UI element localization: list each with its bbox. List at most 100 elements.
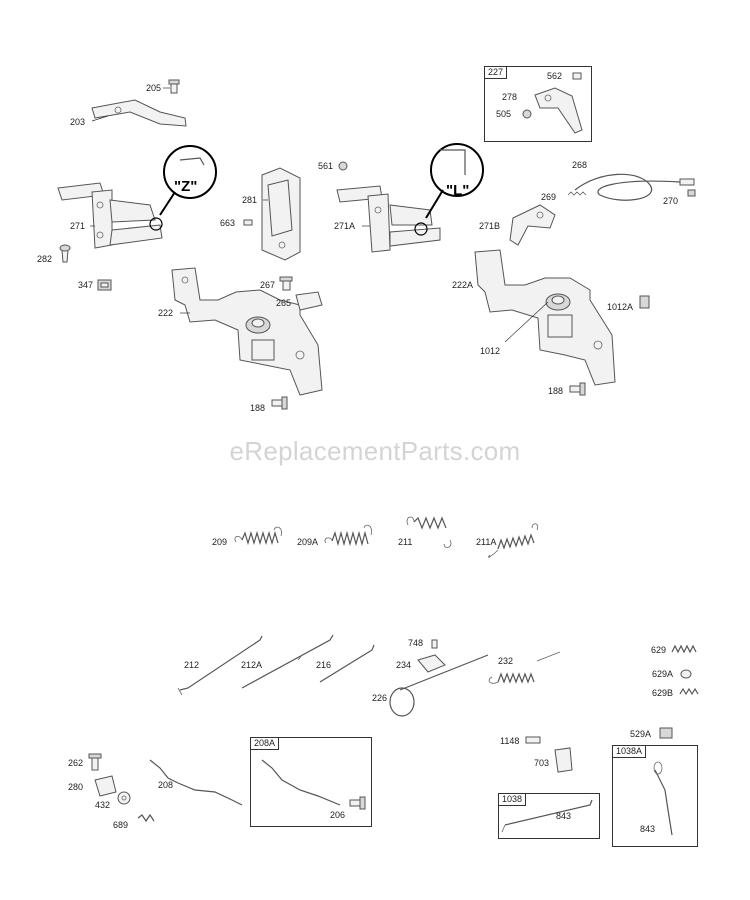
label-278: 278 — [502, 92, 518, 102]
part-226-rod — [389, 654, 489, 717]
label-267: 267 — [260, 280, 276, 290]
label-505: 505 — [496, 109, 512, 119]
part-222a-housing — [474, 249, 616, 386]
detail-z-callout — [149, 145, 217, 231]
watermark: eReplacementParts.com — [229, 436, 521, 466]
part-629b-spring — [679, 687, 699, 696]
label-269: 269 — [541, 192, 557, 202]
box-label-1038a: 1038A — [612, 745, 647, 758]
label-226: 226 — [372, 693, 388, 703]
label-265: 265 — [276, 298, 292, 308]
label-209: 209 — [212, 537, 228, 547]
part-209-spring — [234, 526, 283, 546]
label-211a: 211A — [476, 537, 497, 547]
label-280: 280 — [68, 782, 84, 792]
label-562: 562 — [547, 71, 563, 81]
label-347: 347 — [78, 280, 94, 290]
part-561-nut — [338, 161, 348, 171]
part-432-washer — [117, 791, 131, 805]
part-208a-rod — [261, 759, 341, 806]
part-216-rod — [319, 644, 375, 683]
label-281: 281 — [242, 195, 258, 205]
label-271: 271 — [70, 221, 86, 231]
part-222-housing — [171, 267, 323, 396]
box-label-227: 227 — [484, 66, 508, 79]
label-1012a: 1012A — [607, 302, 634, 312]
box-label-208a: 208A — [250, 737, 280, 750]
box-label-1038: 1038 — [498, 793, 527, 806]
part-268-cable — [574, 173, 695, 201]
label-432: 432 — [95, 800, 111, 810]
part-203-link — [91, 99, 187, 127]
part-206-screw — [349, 796, 366, 810]
label-268: 268 — [572, 160, 588, 170]
part-748-screw — [431, 639, 438, 649]
group-227-frame — [484, 66, 592, 142]
label-209a: 209A — [297, 537, 319, 547]
part-212a-rod — [241, 634, 334, 689]
part-629-spring — [671, 644, 697, 654]
part-1012a-fitting — [639, 295, 650, 309]
group-208a-frame — [250, 737, 372, 827]
label-216: 216 — [316, 660, 332, 670]
label-188-left: 188 — [250, 403, 266, 413]
label-843-a: 843 — [556, 811, 572, 821]
part-271b-lever — [509, 204, 556, 246]
part-281-bracket — [261, 167, 301, 261]
label-212a: 212A — [241, 660, 263, 670]
part-265-clip — [295, 291, 323, 311]
label-211: 211 — [398, 537, 413, 547]
part-270-clip — [687, 189, 696, 197]
part-208-rod — [149, 759, 243, 806]
label-232: 232 — [498, 656, 514, 666]
label-703: 703 — [534, 758, 550, 768]
part-188-screw-right — [569, 382, 586, 396]
label-689: 689 — [113, 820, 129, 830]
part-262-screw — [88, 753, 102, 771]
part-271-governor-bracket — [57, 182, 163, 249]
label-1012: 1012 — [480, 346, 501, 356]
label-188-right: 188 — [548, 386, 564, 396]
label-629a: 629A — [652, 669, 674, 679]
part-269-spring — [567, 191, 587, 196]
label-262: 262 — [68, 758, 84, 768]
part-347-clip — [97, 279, 112, 291]
part-267-screw — [279, 276, 293, 291]
label-271b: 271B — [479, 221, 501, 231]
part-505-bushing — [522, 109, 532, 119]
label-561: 561 — [318, 161, 334, 171]
part-211a-spring — [487, 523, 539, 558]
part-629a-bushing — [680, 669, 692, 679]
label-663: 663 — [220, 218, 236, 228]
label-212: 212 — [184, 660, 200, 670]
part-205-screw — [168, 79, 180, 94]
part-278-lever — [534, 87, 583, 134]
label-629: 629 — [651, 645, 667, 655]
part-843-link-a — [501, 799, 593, 833]
label-271a: 271A — [334, 221, 356, 231]
part-280-bracket — [94, 775, 117, 797]
part-232-spring — [488, 651, 561, 684]
group-1038-frame — [498, 793, 600, 839]
part-689-spring — [137, 813, 155, 823]
label-529a: 529A — [630, 729, 652, 739]
part-209a-spring — [324, 524, 373, 547]
part-234-clip — [417, 654, 446, 673]
part-211-spring — [406, 516, 452, 548]
part-703-block — [554, 747, 573, 773]
detail-z-mark: "Z" — [174, 178, 198, 195]
part-843-link-b — [653, 761, 673, 836]
label-222a: 222A — [452, 280, 474, 290]
part-282-screw — [59, 244, 71, 263]
label-282: 282 — [37, 254, 53, 264]
part-663-screw — [243, 219, 253, 226]
group-1038a-frame — [612, 745, 698, 847]
label-206: 206 — [330, 810, 346, 820]
part-212-rod — [177, 635, 263, 696]
detail-l-mark: "L" — [446, 182, 470, 199]
detail-l-callout — [414, 143, 484, 236]
label-1148: 1148 — [500, 736, 520, 746]
part-188-screw-left — [271, 396, 288, 410]
